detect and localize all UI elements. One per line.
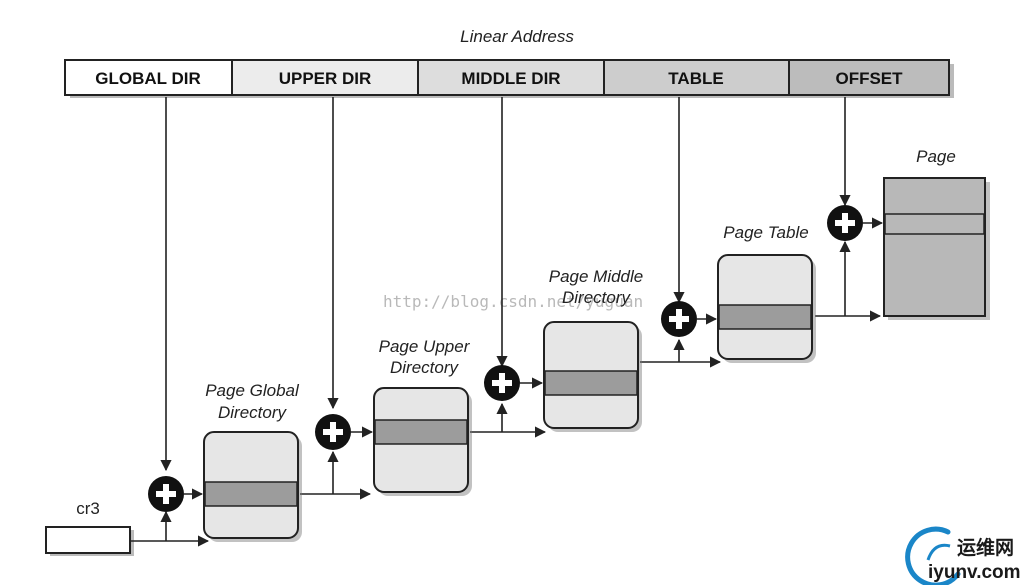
segment-table bbox=[603, 59, 790, 96]
adder-5 bbox=[827, 205, 863, 241]
pmd-label-line2: Directory bbox=[562, 288, 632, 307]
adder-2 bbox=[315, 414, 351, 450]
cr3-label: cr3 bbox=[76, 499, 100, 518]
page-upper-directory bbox=[373, 387, 472, 496]
pmd-entry bbox=[544, 370, 638, 396]
pmd-label-line1: Page Middle bbox=[549, 267, 644, 286]
adder-3 bbox=[484, 365, 520, 401]
pud-label-line1: Page Upper bbox=[379, 337, 471, 356]
pud-entry bbox=[374, 419, 468, 445]
linear-address-title: Linear Address bbox=[460, 27, 574, 46]
pgd-entry bbox=[204, 481, 298, 507]
logo-swoosh-icon bbox=[926, 543, 951, 561]
page-entry bbox=[884, 213, 985, 235]
page-middle-directory bbox=[543, 321, 642, 432]
segment-middle-dir bbox=[417, 59, 605, 96]
logo-cn-text: 运维网 bbox=[957, 536, 1014, 559]
segment-label-table: TABLE bbox=[668, 69, 723, 88]
segment-global-dir bbox=[64, 59, 233, 96]
segment-label-global-dir: GLOBAL DIR bbox=[95, 69, 200, 88]
pt-entry bbox=[718, 304, 812, 330]
pud-label-line2: Directory bbox=[390, 358, 460, 377]
page-global-directory bbox=[203, 431, 302, 542]
pgd-label-line1: Page Global bbox=[205, 381, 300, 400]
segment-label-offset: OFFSET bbox=[835, 69, 903, 88]
segment-label-upper-dir: UPPER DIR bbox=[279, 69, 372, 88]
logo-en-text: iyunv.com bbox=[928, 562, 1021, 583]
page-table bbox=[717, 254, 816, 363]
page-label: Page bbox=[916, 147, 956, 166]
segment-upper-dir bbox=[231, 59, 419, 96]
segment-label-middle-dir: MIDDLE DIR bbox=[461, 69, 560, 88]
cr3-register bbox=[45, 526, 131, 554]
site-logo: 运维网 iyunv.com bbox=[905, 526, 1021, 585]
pt-label: Page Table bbox=[723, 223, 808, 242]
pgd-label-line2: Directory bbox=[218, 403, 288, 422]
page-frame bbox=[883, 177, 990, 320]
adder-1 bbox=[148, 476, 184, 512]
logo-arc-icon bbox=[905, 526, 961, 585]
linear-address-bar: GLOBAL DIR UPPER DIR MIDDLE DIR TABLE OF… bbox=[64, 59, 954, 98]
segment-offset bbox=[788, 59, 950, 96]
watermark-url: http://blog.csdn.net/yuguan bbox=[383, 292, 643, 311]
adder-4 bbox=[661, 301, 697, 337]
